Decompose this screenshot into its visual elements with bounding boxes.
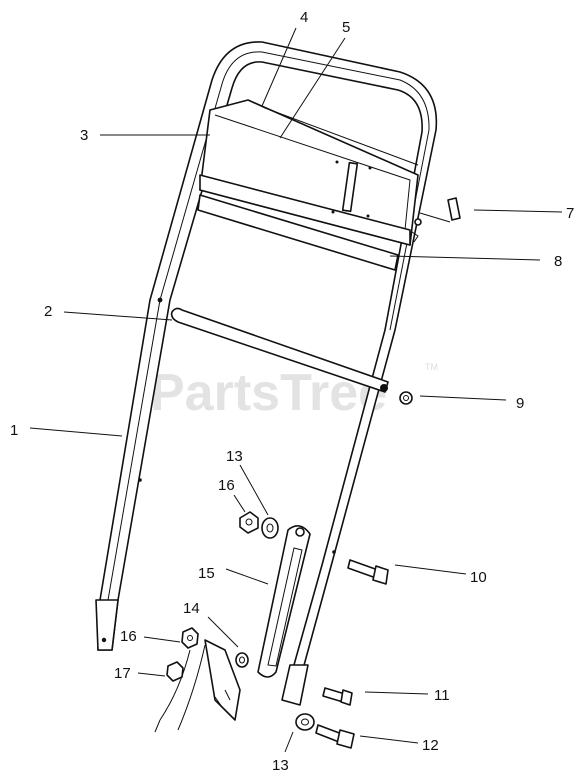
callout-17: 17 [114, 665, 131, 682]
callout-4: 4 [300, 9, 308, 26]
callout-5: 5 [342, 19, 350, 36]
callout-2: 2 [44, 303, 52, 320]
watermark-trademark: TM [425, 362, 438, 372]
callout-11: 11 [434, 687, 450, 704]
callout-3: 3 [80, 127, 88, 144]
bolt-item-10 [332, 550, 389, 585]
callout-13-lower: 13 [272, 757, 289, 774]
upper-washer-nut [239, 511, 279, 539]
callout-15: 15 [198, 565, 215, 582]
lower-assembly [154, 627, 249, 733]
callout-labels: 1 2 3 4 5 7 8 9 10 11 12 13 13 14 15 16 … [10, 9, 574, 774]
leader-lines [29, 27, 563, 753]
handle-frame [95, 41, 438, 706]
slotted-bracket [257, 525, 311, 678]
callout-8: 8 [554, 253, 562, 270]
callout-16-lower: 16 [120, 628, 137, 645]
bolt-item-7 [411, 197, 461, 243]
callout-1: 1 [10, 422, 18, 439]
callout-9: 9 [516, 395, 524, 412]
callout-12: 12 [422, 737, 439, 754]
callout-7: 7 [566, 205, 574, 222]
callout-13-upper: 13 [226, 448, 243, 465]
callout-16-upper: 16 [218, 477, 235, 494]
control-box [197, 99, 419, 271]
callout-14: 14 [183, 600, 200, 617]
callout-10: 10 [470, 569, 487, 586]
nut-item-9 [380, 384, 413, 405]
lower-bolts [295, 687, 355, 749]
